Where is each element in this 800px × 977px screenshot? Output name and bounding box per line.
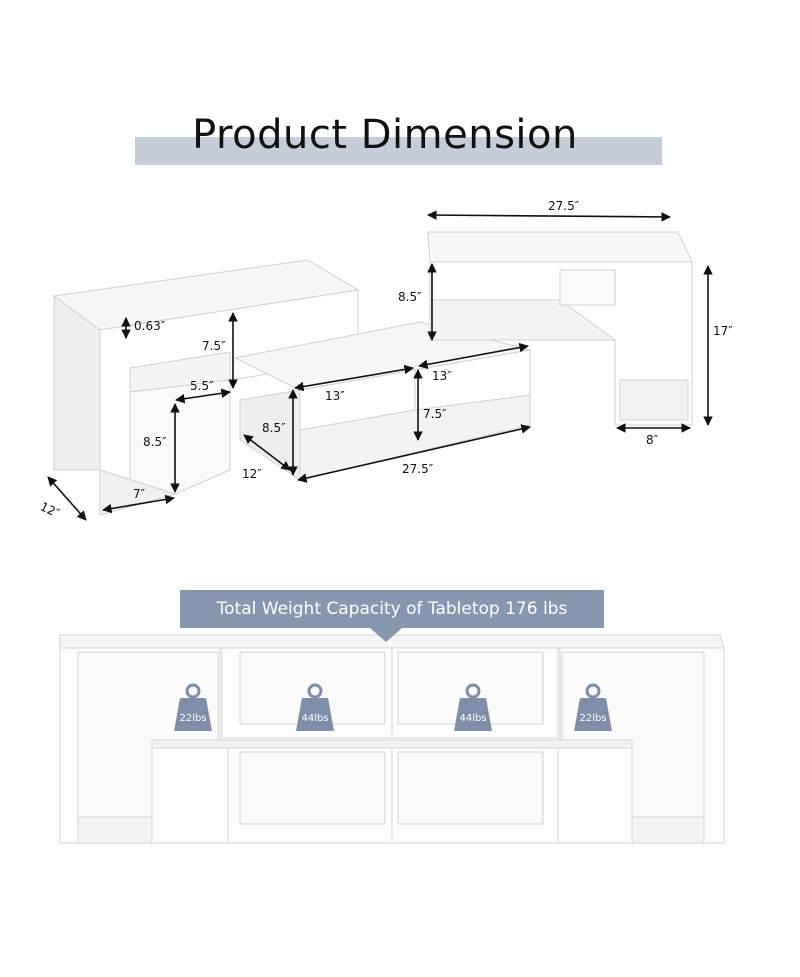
dim-mid-height-left: 8.5″ <box>262 421 286 435</box>
dim-bottom-width: 8″ <box>646 433 659 447</box>
banner-pointer <box>370 628 402 642</box>
dim-left-compartment-height: 7.5″ <box>202 339 226 353</box>
dim-top-shelf-height: 8.5″ <box>398 290 422 304</box>
shelf-unit-right <box>427 231 693 426</box>
dim-mid-right-width: 13″ <box>432 369 452 383</box>
weight-icon: 44lbs <box>454 683 492 731</box>
weight-icon: 22lbs <box>574 683 612 731</box>
dim-left-lower-height: 8.5″ <box>143 435 167 449</box>
weight-icons: 22lbs 44lbs 44lbs 22lbs <box>174 683 612 731</box>
svg-text:22lbs: 22lbs <box>579 713 606 724</box>
dim-mid-height-right: 7.5″ <box>423 407 447 421</box>
weight-icon: 22lbs <box>174 683 212 731</box>
page-title: Product Dimension <box>192 112 578 158</box>
dimension-labels: 27.5″ 8.5″ 17″ 8″ 0.63″ 7.5″ 5.5″ 8.5″ 7… <box>38 199 733 521</box>
svg-text:44lbs: 44lbs <box>301 713 328 724</box>
dim-total-height: 17″ <box>713 324 733 338</box>
title-band <box>135 137 662 165</box>
dimension-lines <box>47 210 713 521</box>
dim-left-step-width: 5.5″ <box>190 379 214 393</box>
weight-capacity-banner: Total Weight Capacity of Tabletop 176 lb… <box>180 590 604 628</box>
dim-left-depth: 12″ <box>38 499 62 520</box>
dim-mid-depth: 12″ <box>242 467 262 481</box>
dim-mid-left-width: 13″ <box>325 389 345 403</box>
dim-left-bottom-width: 7″ <box>133 487 146 501</box>
svg-text:22lbs: 22lbs <box>179 713 206 724</box>
assembled-shelf <box>59 634 725 844</box>
dim-top-width: 27.5″ <box>548 199 580 213</box>
svg-text:44lbs: 44lbs <box>459 713 486 724</box>
weight-icon: 44lbs <box>296 683 334 731</box>
dim-board-thickness: 0.63″ <box>134 319 166 333</box>
dim-mid-total-width: 27.5″ <box>402 462 434 476</box>
